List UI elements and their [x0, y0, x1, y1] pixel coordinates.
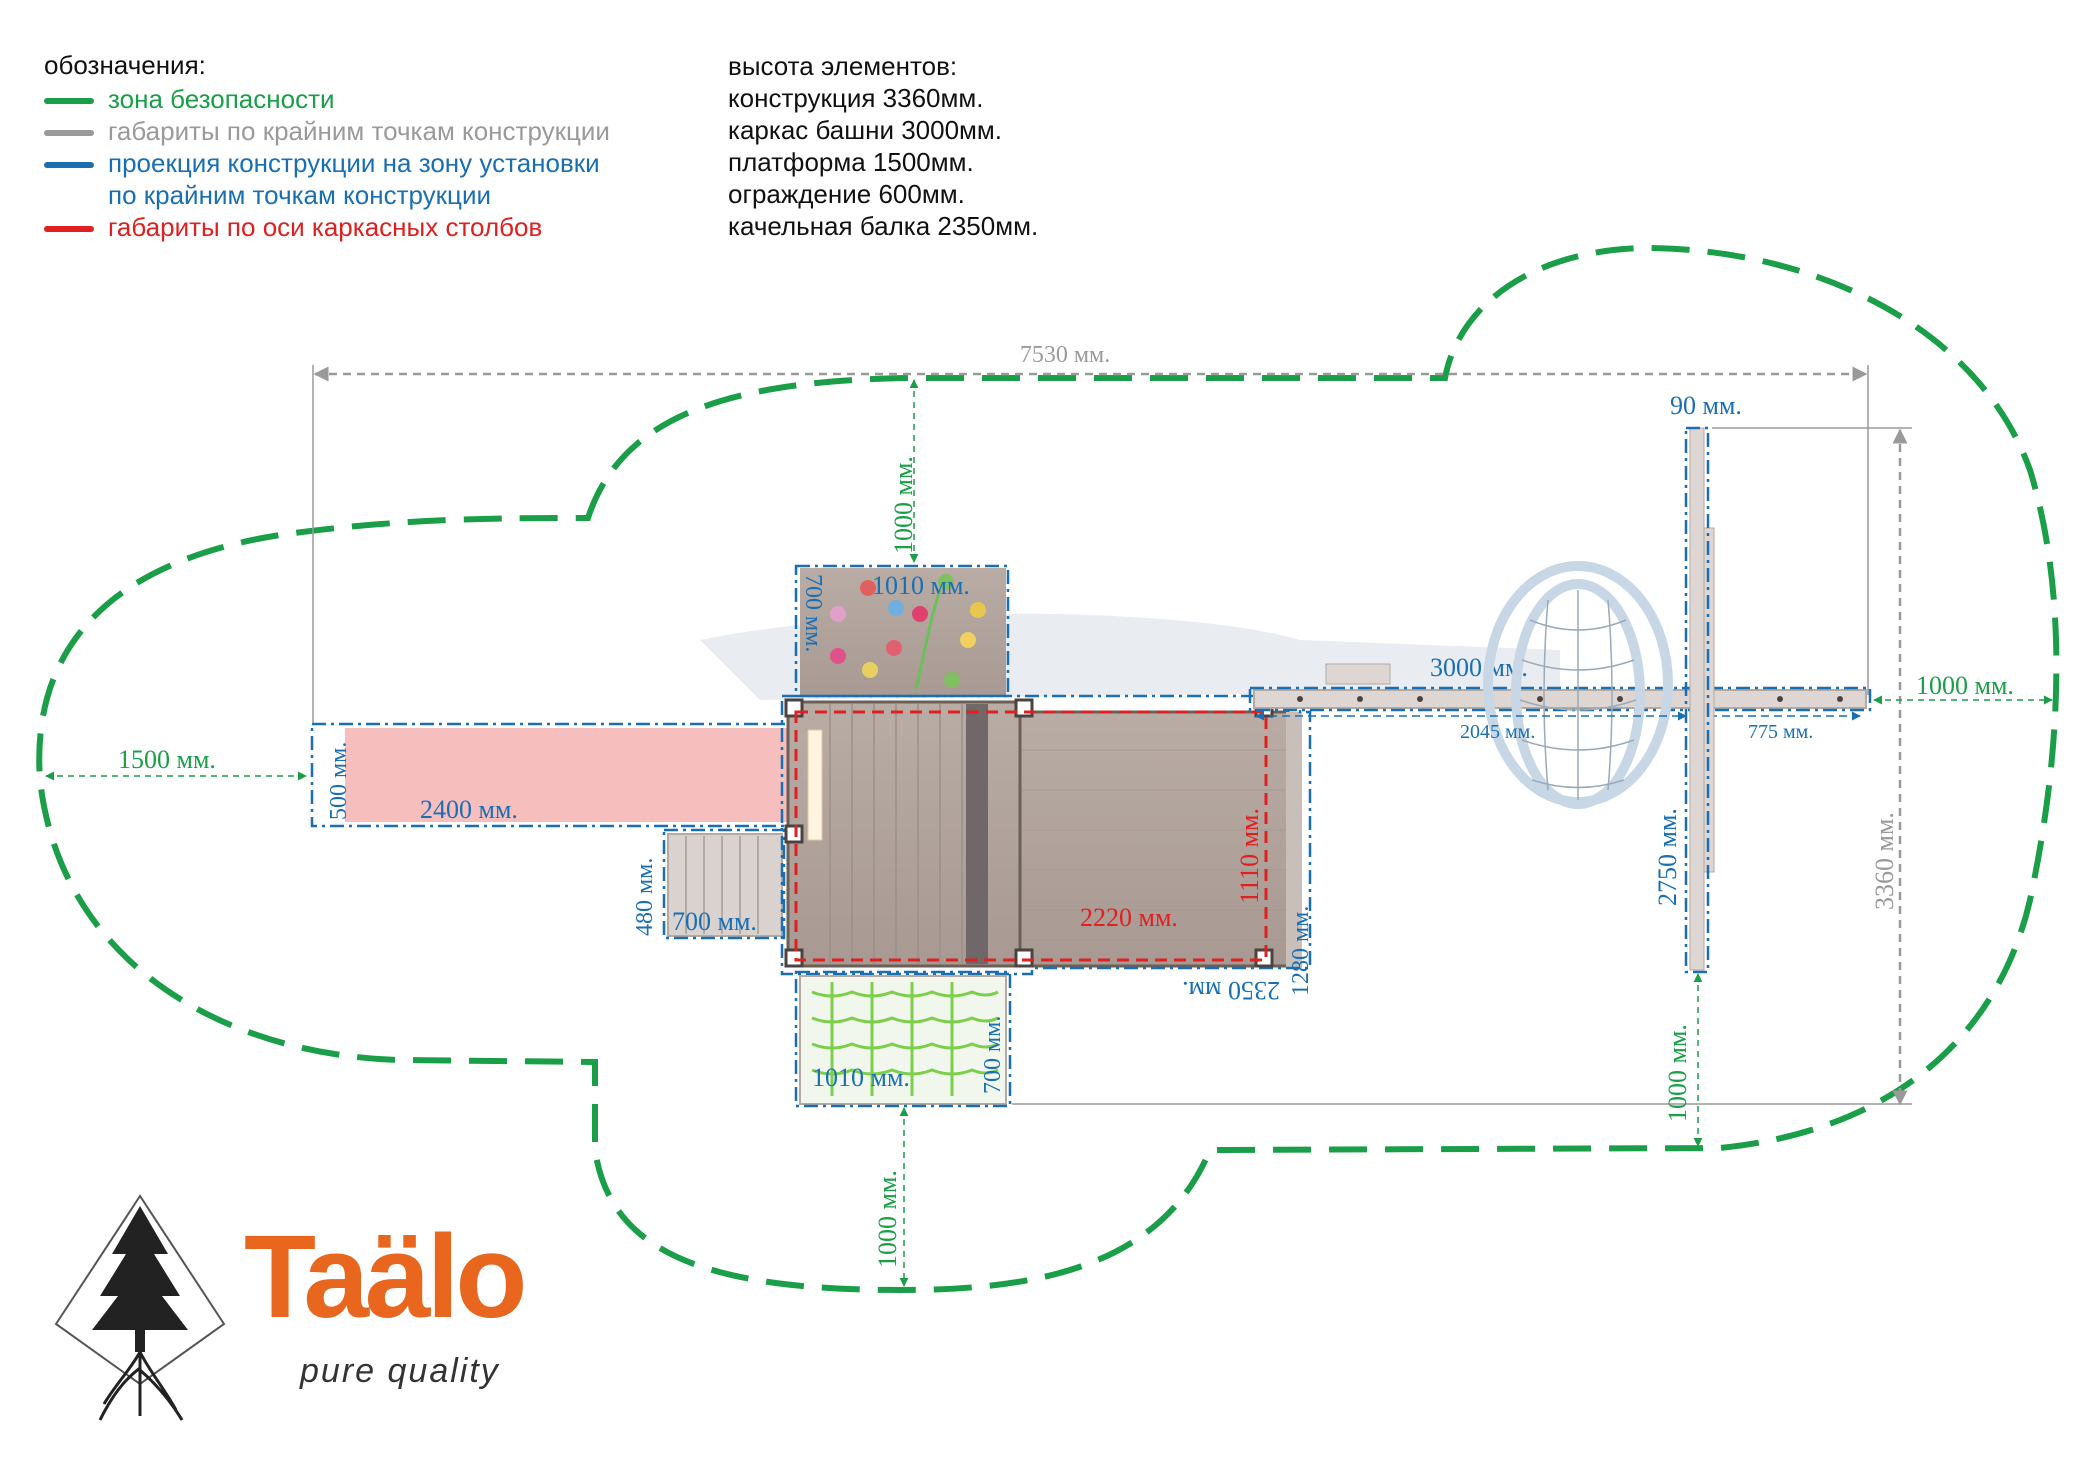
swing-post-width-label: 90 мм.: [1670, 391, 1742, 420]
height-construction: конструкция 3360мм.: [728, 83, 984, 113]
slide: [345, 728, 787, 822]
net-mesh: [811, 982, 999, 1096]
climbing-holds: [830, 574, 986, 688]
slide-outline: [310, 722, 792, 828]
height-tower-frame: каркас башни 3000мм.: [728, 115, 1003, 145]
height-platform: платформа 1500мм.: [728, 147, 974, 177]
platform-depth-label: 1280 мм.: [1288, 906, 1314, 996]
safety-bottom-left-label: 1000 мм.: [873, 1170, 902, 1268]
ladder-outline: [662, 828, 786, 940]
ladder-steps: [685, 836, 759, 934]
climbing-rope: [914, 589, 942, 691]
tower-axis-length-label: 2220 мм.: [1080, 903, 1178, 932]
safety-left-label: 1500 мм.: [118, 745, 216, 774]
legend-line-gray: [44, 130, 94, 136]
slide-length-label: 2400 мм.: [420, 795, 518, 824]
tower-window: [807, 729, 823, 841]
net-outline: [794, 970, 1012, 1108]
height-swing-beam: качельная балка 2350мм.: [728, 211, 1039, 241]
climb-wall-width-label: 1010 мм.: [872, 571, 970, 600]
nest-swing-ring: [1511, 579, 1645, 809]
platform-grain: [1022, 749, 1286, 941]
swing-post-outline: [1684, 426, 1710, 974]
legend-item-safety: зона безопасности: [108, 84, 335, 114]
swing-beam-outline: [1248, 686, 1872, 712]
overall-width-label: 7530 мм.: [1020, 342, 1110, 368]
tower-wall-dark: [966, 704, 988, 964]
legend-item-red: габариты по оси каркасных столбов: [108, 212, 543, 242]
swing-beam: [1253, 689, 1867, 709]
tower-axis-depth-label: 1110 мм.: [1235, 808, 1264, 904]
legend-line-blue: [44, 162, 94, 168]
platform-floor: [1018, 710, 1290, 968]
swing-right-label: 775 мм.: [1748, 721, 1813, 743]
slide-width-label: 500 мм.: [326, 742, 352, 820]
legend-item-blue-cont: по крайним точкам конструкции: [108, 180, 491, 210]
platform-rail-right: [1286, 712, 1302, 968]
legend-line-red: [44, 226, 94, 232]
legend-line-safety: [44, 98, 94, 104]
logo-tree-icon: [54, 1194, 226, 1421]
logo-tagline: pure quality: [300, 1352, 500, 1390]
tower-floor: [786, 700, 1028, 968]
climbing-wall-outline: [794, 564, 1010, 698]
legend-title: обозначения:: [44, 50, 206, 80]
safety-top-label: 1000 мм.: [889, 456, 918, 554]
safety-zone-outline: [36, 244, 2060, 1294]
heights-title: высота элементов:: [728, 51, 958, 81]
swing-post: [1689, 427, 1705, 971]
nest-swing-mesh: [1519, 589, 1637, 800]
ladder-width-label: 700 мм.: [672, 907, 757, 936]
swing-arm: [1325, 663, 1391, 685]
swing-beam-bolts: [1297, 696, 1843, 702]
swing-beam-label: 3000 мм.: [1430, 653, 1528, 682]
tower-planks: [829, 704, 963, 964]
swing-frame-depth-label: 2750 мм.: [1653, 808, 1682, 906]
climbing-wall: [800, 568, 1006, 696]
legend-item-blue: проекция конструкции на зону установки: [108, 148, 600, 178]
overall-depth-label: 3360 мм.: [1870, 812, 1899, 910]
net-width-label: 1010 мм.: [812, 1063, 910, 1092]
heights-block: высота элементов: конструкция 3360мм. ка…: [728, 50, 1038, 242]
ladder-depth-label: 480 мм.: [632, 858, 658, 936]
climb-wall-depth-label: 700 мм.: [800, 574, 826, 652]
swing-left-label: 2045 мм.: [1460, 721, 1535, 743]
platform-length-label: 2350 мм.: [1182, 976, 1280, 1005]
net-depth-label: 700 мм.: [980, 1016, 1006, 1094]
height-fence: ограждение 600мм.: [728, 179, 965, 209]
safety-bottom-right-label: 1000 мм.: [1663, 1024, 1692, 1122]
legend-item-gray: габариты по крайним точкам конструкции: [108, 116, 610, 146]
safety-right-label: 1000 мм.: [1916, 671, 2014, 700]
logo-wordmark: Taälo: [244, 1211, 527, 1343]
post-axis-outline: [794, 710, 1268, 962]
